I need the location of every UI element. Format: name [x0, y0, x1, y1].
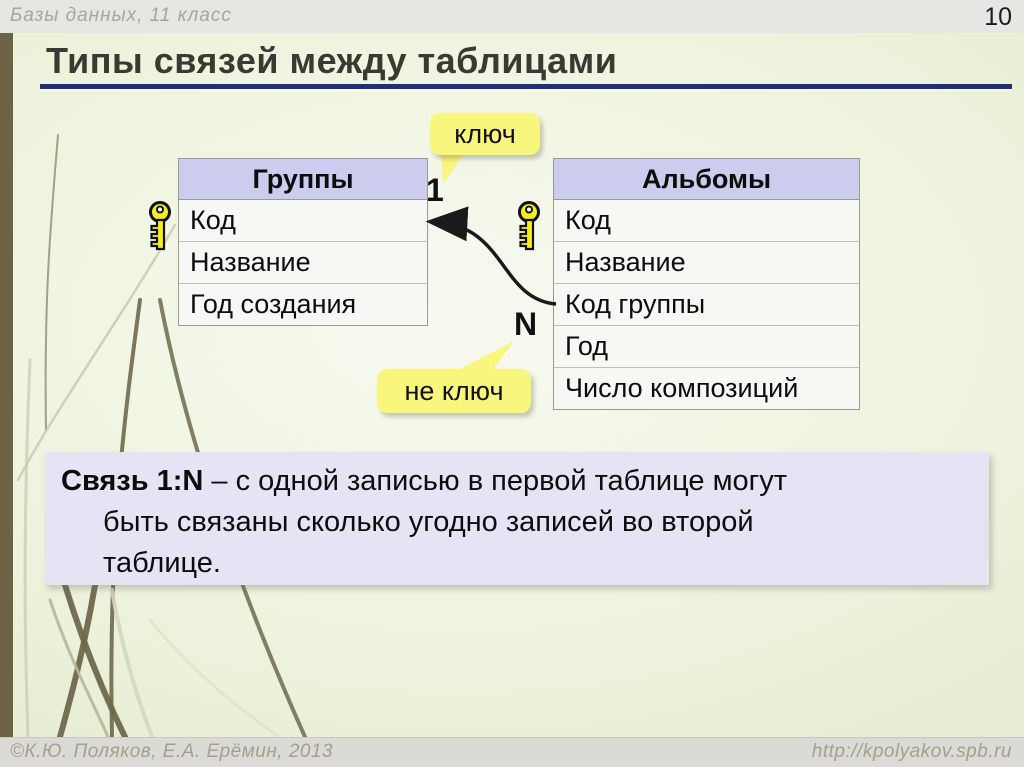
top-strip: Базы данных, 11 класс 10: [0, 0, 1024, 33]
table-row: Число композиций: [554, 367, 859, 409]
cardinality-many: N: [514, 306, 538, 342]
callout-not-key: не ключ: [377, 369, 531, 413]
callout-key-tail: [441, 150, 467, 184]
table-row: Код: [554, 200, 859, 241]
definition-line: Связь 1:N – с одной записью в первой таб…: [61, 461, 973, 502]
slide-title: Типы связей между таблицами: [46, 40, 618, 81]
table-row: Код группы: [554, 283, 859, 325]
table-row: Год: [554, 325, 859, 367]
footer: ©К.Ю. Поляков, Е.А. Ерёмин, 2013 http://…: [0, 737, 1024, 767]
table-row: Название: [554, 241, 859, 283]
definition-line: быть связаны сколько угодно записей во в…: [103, 506, 754, 538]
grass-decoration-icon: [16, 134, 307, 737]
key-icon: [149, 201, 171, 251]
title-underline: [40, 84, 1012, 89]
table-albums-title: Альбомы: [554, 159, 859, 200]
key-icon: [518, 201, 540, 251]
callout-key: ключ: [430, 113, 540, 155]
table-row: Название: [179, 241, 427, 283]
definition-box: Связь 1:N – с одной записью в первой таб…: [45, 452, 989, 585]
left-accent-bar: [0, 33, 13, 737]
course-label: Базы данных, 11 класс: [10, 5, 232, 26]
cardinality-one: 1: [426, 172, 444, 208]
site-url: http://kpolyakov.spb.ru: [811, 741, 1012, 762]
relation-arrow-icon: [425, 206, 557, 306]
definition-line1-rest: – с одной записью в первой таблице могут: [203, 465, 787, 497]
page-number: 10: [984, 3, 1012, 31]
table-albums: Альбомы Код Название Код группы Год Числ…: [553, 158, 860, 410]
copyright-label: ©К.Ю. Поляков, Е.А. Ерёмин, 2013: [10, 741, 334, 762]
table-row: Код: [179, 200, 427, 241]
definition-line: таблице.: [103, 547, 221, 579]
table-groups-title: Группы: [179, 159, 427, 200]
definition-term: Связь 1:N: [61, 465, 204, 497]
table-groups: Группы Код Название Год создания: [178, 158, 428, 326]
table-row: Год создания: [179, 283, 427, 325]
